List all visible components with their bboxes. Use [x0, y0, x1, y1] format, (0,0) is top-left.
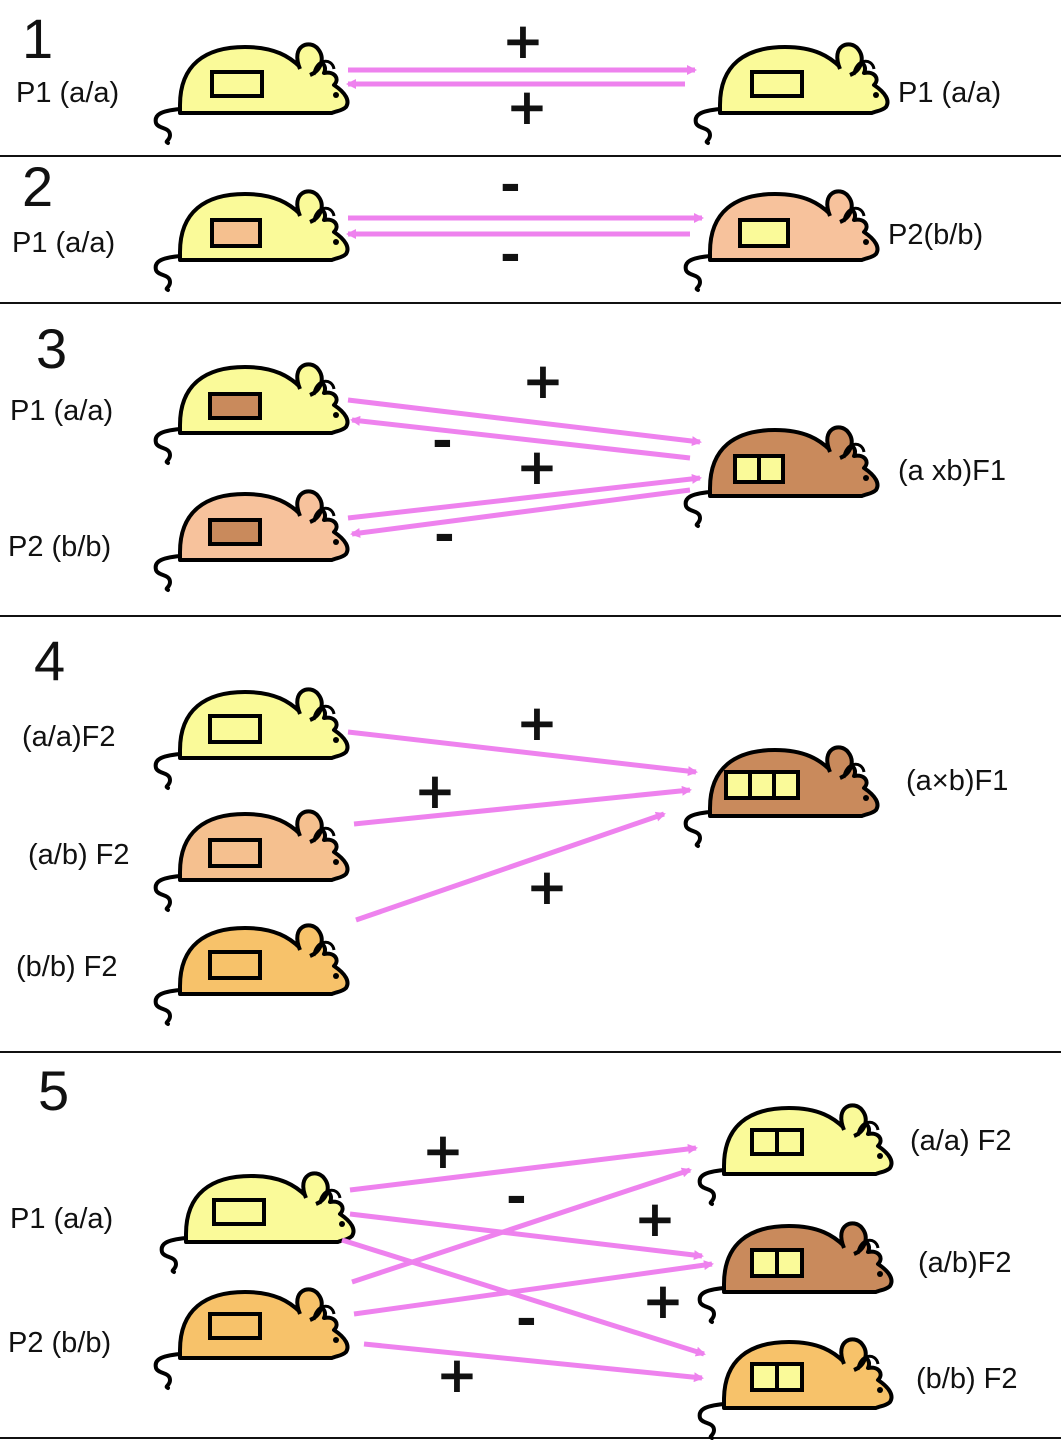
sign-1: + — [516, 694, 558, 752]
graft-patch — [750, 70, 804, 98]
graft-patch — [208, 392, 262, 420]
sign-2: - — [506, 1168, 527, 1226]
sign-4: - — [434, 506, 455, 564]
graft-patch — [210, 70, 264, 98]
label-p2-right: P2(b/b) — [888, 219, 983, 251]
graft-patch — [208, 518, 262, 546]
panel-number: 1 — [22, 7, 53, 70]
label-p1: P1 (a/a) — [10, 395, 113, 427]
graft-half — [779, 1132, 800, 1152]
label-ab-f2: (a/b)F2 — [918, 1247, 1011, 1279]
arrow-p1-to-ab — [349, 1211, 704, 1261]
arrow-p1-to-f1 — [347, 397, 702, 447]
sign-1: + — [522, 352, 564, 410]
sign-4: + — [642, 1272, 684, 1330]
graft-patch — [208, 1312, 262, 1340]
arrow-p1-to-aa — [349, 1144, 698, 1193]
label-f1: (a xb)F1 — [898, 455, 1006, 487]
label-bb-f2: (b/b) F2 — [16, 951, 118, 983]
graft-patch — [212, 1198, 266, 1226]
arrow-p2-to-bb — [363, 1341, 704, 1383]
arrow-ab-to-f1 — [353, 785, 692, 827]
sign-3: + — [634, 1190, 676, 1248]
label-bb-f2: (b/b) F2 — [916, 1363, 1018, 1395]
arrow-aa-to-f1 — [347, 729, 698, 777]
panel-number: 5 — [38, 1059, 69, 1122]
arrow-p2-to-f1 — [347, 473, 702, 521]
panel-2: 2 P1 (a/a) P2(b/b) - - — [12, 155, 983, 292]
graft-patch — [208, 838, 262, 868]
label-p1-right: P1 (a/a) — [898, 77, 1001, 109]
label-aa-f2: (a/a) F2 — [910, 1125, 1012, 1157]
sign-3: + — [526, 858, 568, 916]
sign-top: + — [502, 12, 544, 70]
panel-number: 3 — [36, 317, 67, 380]
arrow-bb-to-f1 — [355, 811, 666, 923]
sign-2: + — [414, 762, 456, 820]
arrow-p1-to-bb — [341, 1237, 706, 1357]
panel-3: 3 P1 (a/a) P2 (b/b) (a xb)F1 + - + - — [8, 317, 1006, 592]
label-ab-f2: (a/b) F2 — [28, 839, 130, 871]
graft-patch — [208, 950, 262, 980]
label-p2: P2 (b/b) — [8, 1327, 111, 1359]
label-aa-f2: (a/a)F2 — [22, 721, 115, 753]
label-p1: P1 (a/a) — [10, 1203, 113, 1235]
arrow-f1-to-p1 — [350, 415, 691, 461]
graft-patch — [738, 218, 790, 248]
label-p2-left: P1 (a/a) — [12, 227, 115, 259]
sign-top: - — [500, 156, 521, 214]
arrow-f1-to-p2 — [350, 487, 691, 538]
sign-2: - — [432, 412, 453, 470]
panel-4: 4 (a/a)F2 (a/b) F2 (b/b) F2 (a×b)F1 + + … — [16, 629, 1008, 1026]
sign-3: + — [516, 438, 558, 496]
panel-5: 5 P1 (a/a) P2 (b/b) (a/a) F2 (a/b)F2 (b/… — [8, 1059, 1018, 1440]
panel-number: 2 — [22, 155, 53, 218]
sign-bottom: - — [500, 226, 521, 284]
sign-bottom: + — [506, 78, 548, 136]
sign-1: + — [422, 1122, 464, 1180]
panel-number: 4 — [34, 629, 65, 692]
graft-patch — [208, 714, 262, 744]
graft-patch — [724, 770, 800, 800]
label-p2: P2 (b/b) — [8, 531, 111, 563]
label-p1-left: P1 (a/a) — [16, 77, 119, 109]
sign-6: + — [436, 1346, 478, 1404]
graft-patch — [210, 218, 262, 248]
label-f1: (a×b)F1 — [906, 765, 1008, 797]
graft-half — [754, 1132, 776, 1152]
sign-5: - — [516, 1290, 537, 1348]
panel-1: 1 P1 (a/a) P1 (a/a) + + — [16, 7, 1001, 146]
arrow-p2-to-aa — [351, 1167, 692, 1285]
arrow-p2-to-ab — [353, 1260, 714, 1317]
